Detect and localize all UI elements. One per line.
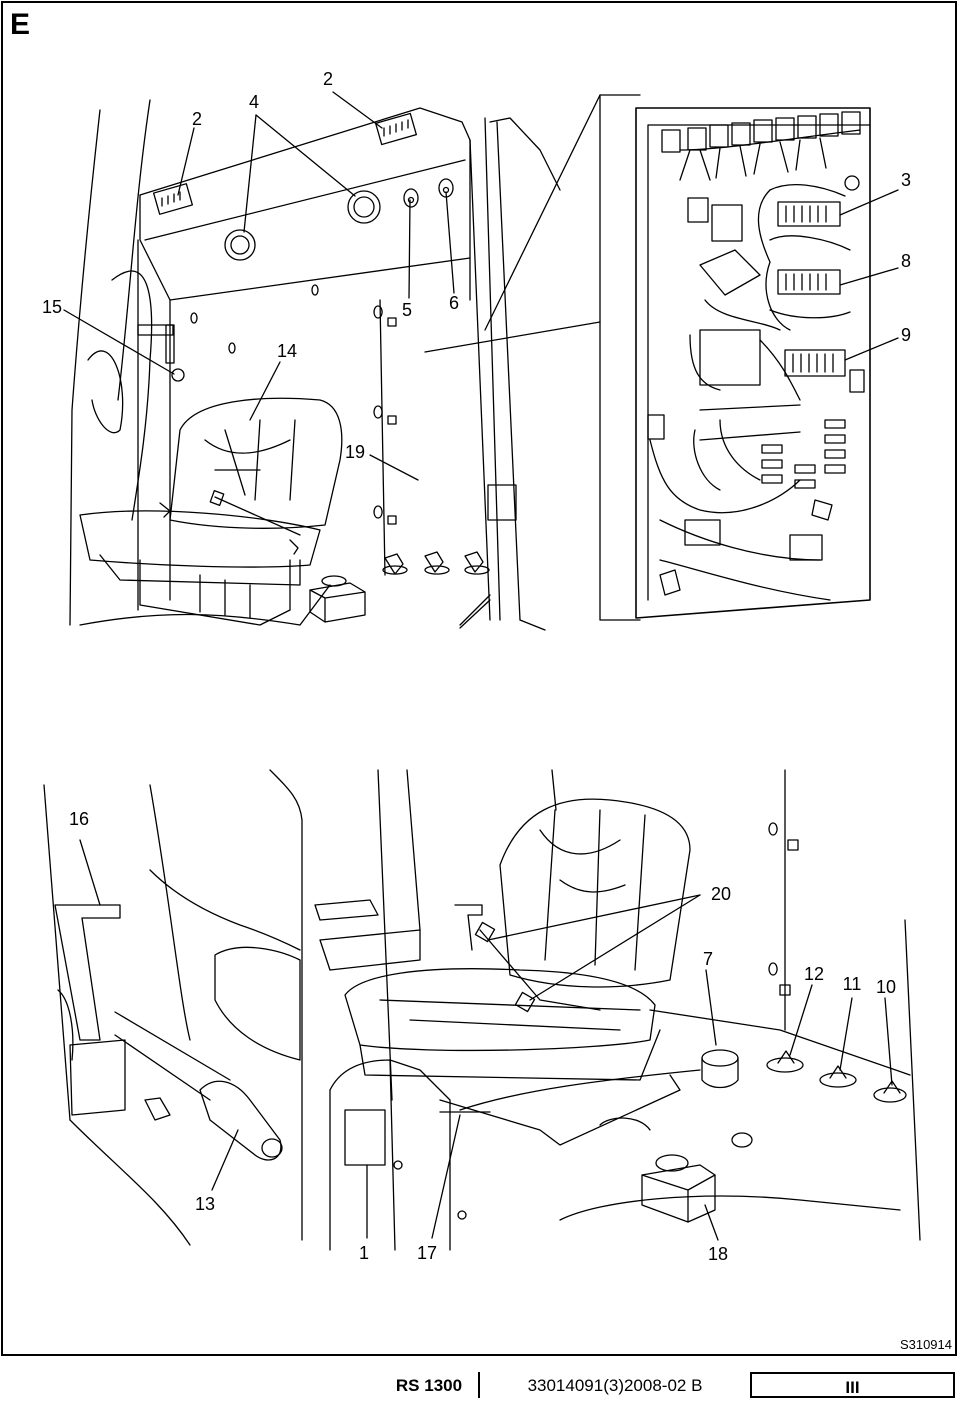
callout-2b: 2: [323, 69, 333, 89]
callout-7: 7: [703, 949, 713, 969]
page-frame: [1, 1, 957, 1356]
callout-3: 3: [901, 170, 911, 190]
callout-15: 15: [42, 297, 62, 317]
callout-6: 6: [449, 293, 459, 313]
callout-12: 12: [804, 964, 824, 984]
chapter-number: III: [750, 1372, 955, 1398]
model-name: RS 1300: [380, 1372, 480, 1398]
callout-5: 5: [402, 300, 412, 320]
callout-2a: 2: [192, 109, 202, 129]
callout-18: 18: [708, 1244, 728, 1264]
callout-14: 14: [277, 341, 297, 361]
cab-interior-illustration: 2 4 2 3 8 9 15 14 5 6 19: [42, 69, 921, 1264]
callout-17: 17: [417, 1243, 437, 1263]
footer-bar: RS 1300 33014091(3)2008-02 B III: [0, 1372, 960, 1398]
callout-4: 4: [249, 92, 259, 112]
callout-20: 20: [711, 884, 731, 904]
document-number: 33014091(3)2008-02 B: [527, 1376, 703, 1395]
callout-16: 16: [69, 809, 89, 829]
figure-code: S310914: [899, 1337, 952, 1352]
callout-8: 8: [901, 251, 911, 271]
callout-9: 9: [901, 325, 911, 345]
section-letter: E: [10, 8, 31, 41]
callout-10: 10: [876, 977, 896, 997]
callout-11: 11: [843, 974, 862, 994]
callout-19: 19: [345, 442, 365, 462]
callout-1: 1: [359, 1243, 369, 1263]
callout-13: 13: [195, 1194, 215, 1214]
